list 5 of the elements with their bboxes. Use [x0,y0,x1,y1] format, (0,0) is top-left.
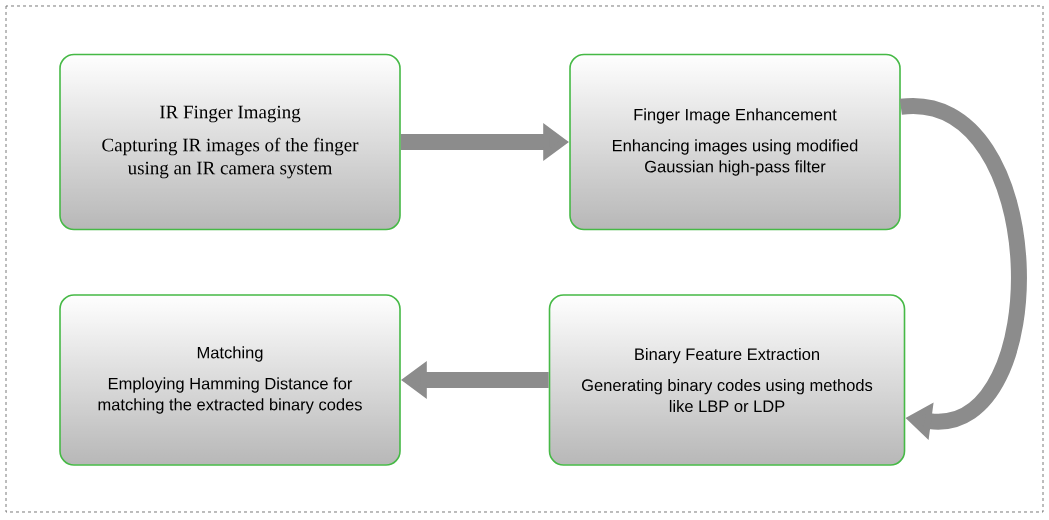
process-box: Binary Feature Extraction Generating binary codes using methods like LBP or LDP [548,294,906,466]
arrow [900,98,1027,441]
process-box: Matching Employing Hamming Distance for matching the extracted binary codes [59,294,401,466]
process-box: IR Finger Imaging Capturing IR images of the finger using an IR camera system [59,53,401,231]
process-box: Finger Image Enhancement Enhancing images using modified Gaussian high-pass filter [569,53,901,231]
